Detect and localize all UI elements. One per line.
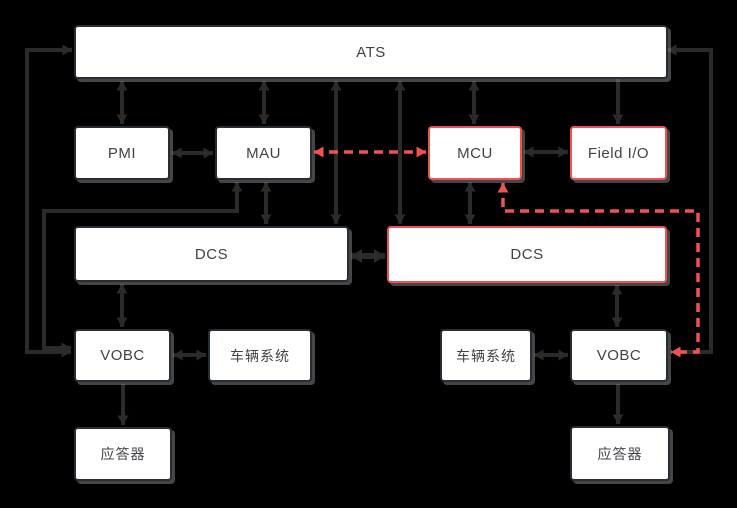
arrowhead bbox=[330, 214, 342, 224]
edge-vobc-left-balise-left[interactable] bbox=[117, 384, 129, 425]
arrowhead bbox=[314, 146, 324, 158]
arrowhead bbox=[330, 81, 342, 91]
node-pmi[interactable]: PMI bbox=[74, 126, 170, 180]
edge-mau-mcu[interactable] bbox=[314, 146, 426, 158]
arrowhead bbox=[394, 214, 406, 224]
edge-pmi-mau[interactable] bbox=[172, 147, 213, 159]
arrowhead bbox=[468, 81, 480, 91]
node-vobc-right[interactable]: VOBC bbox=[570, 329, 668, 382]
arrowhead bbox=[61, 342, 71, 354]
arrowhead bbox=[667, 44, 677, 56]
node-label: 车辆系统 bbox=[456, 347, 516, 364]
node-transponder-right[interactable]: 应答器 bbox=[570, 426, 670, 481]
edge-ats-pmi[interactable] bbox=[116, 81, 128, 124]
edge-dcs-left-vobc-left[interactable] bbox=[116, 284, 128, 327]
node-label: PMI bbox=[107, 144, 137, 162]
arrowhead bbox=[612, 114, 624, 124]
arrowhead bbox=[258, 114, 270, 124]
arrowhead bbox=[534, 349, 544, 361]
node-label: VOBC bbox=[596, 347, 642, 364]
arrowhead bbox=[116, 114, 128, 124]
edge-ats-dcs-right[interactable] bbox=[394, 81, 406, 224]
node-label: Field I/O bbox=[587, 144, 650, 162]
arrowhead bbox=[558, 146, 568, 158]
arrowhead bbox=[231, 182, 243, 192]
edge-vobc-left-vehicle-left[interactable] bbox=[173, 349, 206, 361]
arrowhead bbox=[116, 81, 128, 91]
edge-mau-vobc-left[interactable] bbox=[42, 182, 243, 354]
arrowhead bbox=[497, 183, 509, 193]
arrowhead bbox=[394, 81, 406, 91]
arrowhead bbox=[196, 349, 206, 361]
arrowhead bbox=[416, 146, 426, 158]
edge-mcu-fieldio[interactable] bbox=[524, 146, 568, 158]
edge-ats-fieldio[interactable] bbox=[612, 79, 624, 124]
node-label: 应答器 bbox=[597, 445, 643, 462]
arrowhead bbox=[351, 249, 362, 263]
node-label: ATS bbox=[356, 43, 386, 61]
arrowhead bbox=[611, 317, 623, 327]
node-label: DCS bbox=[510, 246, 544, 263]
arrowhead bbox=[611, 285, 623, 295]
edge-mcu-vobc-right[interactable] bbox=[497, 183, 700, 358]
arrowhead bbox=[558, 349, 568, 361]
node-dcs-left[interactable]: DCS bbox=[74, 226, 349, 282]
node-label: DCS bbox=[194, 245, 229, 263]
arrowhead bbox=[203, 147, 213, 159]
edge-dcs-right-vobc-right[interactable] bbox=[611, 285, 623, 327]
arrowhead bbox=[258, 81, 270, 91]
node-transponder-left[interactable]: 应答器 bbox=[74, 427, 172, 481]
arrowhead bbox=[62, 44, 72, 56]
edge-ats-vobc-right[interactable] bbox=[667, 44, 713, 354]
node-field-io[interactable]: Field I/O bbox=[570, 126, 667, 180]
arrowhead bbox=[671, 346, 681, 358]
node-label: VOBC bbox=[100, 347, 145, 364]
node-mau[interactable]: MAU bbox=[215, 126, 312, 180]
arrowhead bbox=[612, 414, 624, 424]
node-dcs-right[interactable]: DCS bbox=[387, 226, 667, 283]
arrowhead bbox=[260, 214, 272, 224]
node-vehicle-system-right[interactable]: 车辆系统 bbox=[440, 329, 532, 382]
arrowhead bbox=[374, 249, 385, 263]
edge-vobc-right-balise-right[interactable] bbox=[612, 384, 624, 424]
arrowhead bbox=[116, 284, 128, 294]
arrowhead bbox=[173, 349, 183, 361]
edge-mau-dcs-left[interactable] bbox=[260, 182, 272, 224]
arrowhead bbox=[468, 114, 480, 124]
arrowhead bbox=[172, 147, 182, 159]
edge-dcs-left-dcs-right[interactable] bbox=[351, 249, 385, 263]
arrowhead bbox=[524, 146, 534, 158]
edge-ats-vobc-left[interactable] bbox=[25, 44, 72, 358]
edge-ats-mcu[interactable] bbox=[468, 81, 480, 124]
node-vehicle-system-left[interactable]: 车辆系统 bbox=[208, 329, 312, 382]
arrowhead bbox=[117, 415, 129, 425]
node-label: MCU bbox=[457, 144, 493, 162]
arrowhead bbox=[116, 317, 128, 327]
edge-vehicle-right-vobc-right[interactable] bbox=[534, 349, 568, 361]
edge-ats-mau[interactable] bbox=[258, 81, 270, 124]
node-mcu[interactable]: MCU bbox=[428, 126, 522, 180]
arrowhead bbox=[464, 214, 476, 224]
edge-mcu-dcs-right[interactable] bbox=[464, 182, 476, 224]
node-ats[interactable]: ATS bbox=[74, 25, 668, 79]
node-vobc-left[interactable]: VOBC bbox=[74, 329, 171, 382]
arrowhead bbox=[464, 182, 476, 192]
node-label: MAU bbox=[246, 144, 281, 162]
node-label: 应答器 bbox=[100, 446, 146, 462]
arrowhead bbox=[260, 182, 272, 192]
node-label: 车辆系统 bbox=[230, 347, 290, 364]
